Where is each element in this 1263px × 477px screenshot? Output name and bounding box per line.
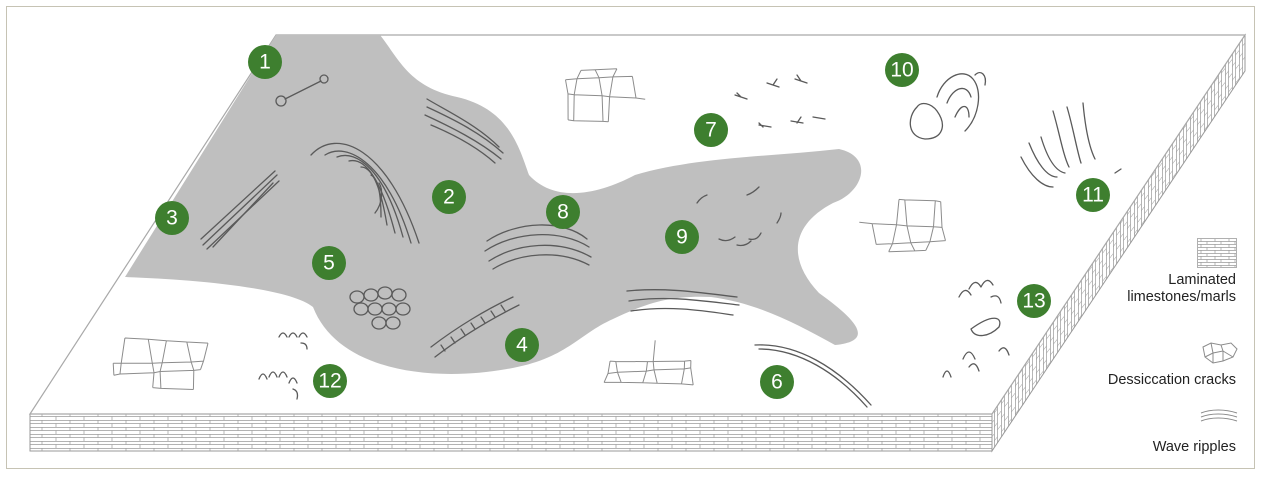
marker-13: 13 [1017,284,1051,318]
marker-2: 2 [432,180,466,214]
marker-13-label: 13 [1022,290,1045,313]
marker-10: 10 [885,53,919,87]
marker-3-label: 3 [166,207,178,230]
marker-8-label: 8 [557,201,569,224]
marker-7-label: 7 [705,119,717,142]
marker-9: 9 [665,220,699,254]
marker-1: 1 [248,45,282,79]
marker-3: 3 [155,201,189,235]
marker-1-label: 1 [259,51,271,74]
dessiccation-cracks-icon [1199,339,1239,367]
diagram-frame: 1 2 3 4 5 6 7 8 9 10 11 12 [6,6,1255,469]
marker-12: 12 [313,364,347,398]
marker-5: 5 [312,246,346,280]
slab-front-face [30,414,992,451]
marker-8: 8 [546,195,580,229]
legend-label-ripples: Wave ripples [1153,439,1236,456]
marker-4-label: 4 [516,334,528,357]
marker-11-label: 11 [1082,184,1104,207]
marker-11: 11 [1076,178,1110,212]
legend-label-cracks: Dessiccation cracks [1108,372,1236,389]
marker-6-label: 6 [771,371,783,394]
marker-10-label: 10 [890,59,913,82]
marker-4: 4 [505,328,539,362]
marker-5-label: 5 [323,252,335,275]
marker-9-label: 9 [676,226,688,249]
legend-label-laminated: Laminated limestones/marls [1116,272,1236,306]
wave-ripples-icon [1199,407,1239,427]
tidal-flat-block-diagram: 1 2 3 4 5 6 7 8 9 10 11 12 [7,7,1256,470]
laminated-limestone-icon [1197,238,1237,268]
marker-6: 6 [760,365,794,399]
marker-12-label: 12 [318,370,341,393]
marker-7: 7 [694,113,728,147]
marker-2-label: 2 [443,186,455,209]
